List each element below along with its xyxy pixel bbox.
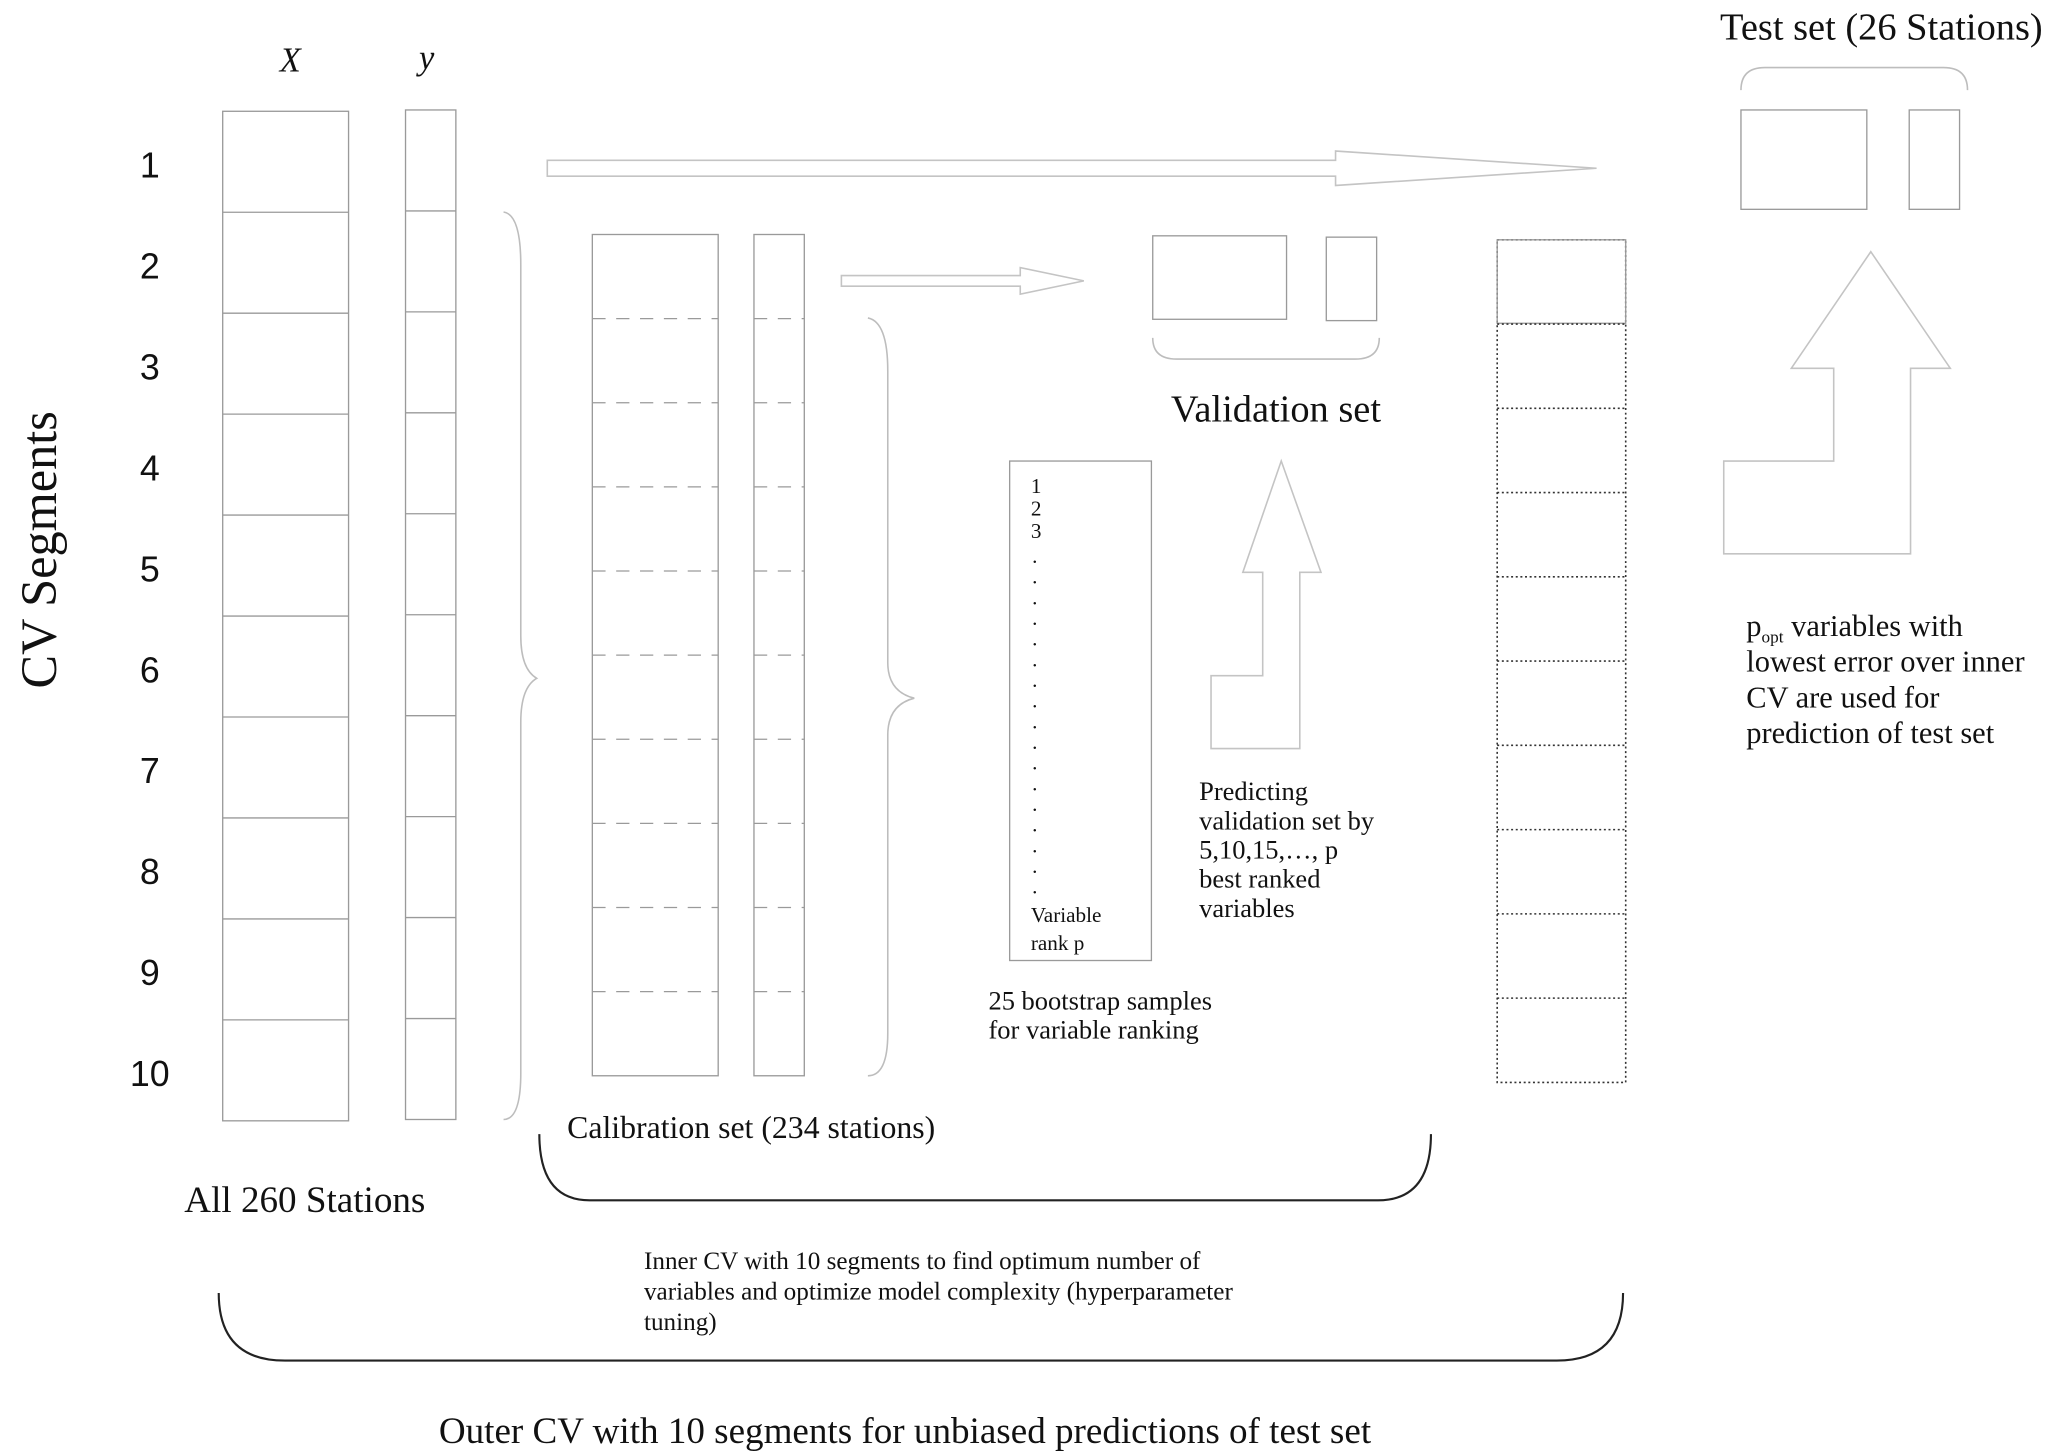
- inner-cv-line: Inner CV with 10 segments to find optimu…: [644, 1248, 1201, 1275]
- inner-cv-text: Inner CV with 10 segments to find optimu…: [644, 1248, 1239, 1336]
- segment-number: 6: [140, 650, 160, 690]
- popt-line1: variables with: [1784, 609, 1963, 643]
- validation-brace: [1151, 337, 1381, 360]
- rank-ellipsis-dot: .: [1032, 792, 1037, 816]
- segment-number: 7: [140, 751, 160, 791]
- popt-text: popt variables with lowest error over in…: [1746, 609, 2032, 750]
- bootstrap-caption-line: 25 bootstrap samples: [988, 986, 1212, 1016]
- rank-ellipsis-dot: .: [1032, 854, 1037, 878]
- popt-line: prediction of test set: [1746, 716, 1994, 750]
- predict-test-arrow: [1722, 250, 1952, 555]
- rank-ellipsis-dot: .: [1032, 668, 1037, 692]
- segment-number: 4: [140, 448, 160, 488]
- segment-number: 3: [140, 347, 160, 387]
- popt-line: CV are used for: [1746, 680, 1939, 714]
- rank-last-line1: Variable: [1031, 903, 1102, 927]
- test-split-arrow: [546, 150, 1597, 187]
- predicting-line: variables: [1199, 893, 1295, 923]
- inner-cv-line: variables and optimize model complexity …: [644, 1279, 1233, 1306]
- bootstrap-caption: 25 bootstrap samples for variable rankin…: [988, 986, 1218, 1045]
- test-set-label: Test set (26 Stations): [1720, 7, 2043, 49]
- rank-ellipsis-dot: .: [1032, 627, 1037, 651]
- rank-ellipsis-dot: .: [1032, 813, 1037, 837]
- segment-number: 5: [140, 549, 160, 589]
- calibration-set-label: Calibration set (234 stations): [567, 1110, 935, 1145]
- popt-subscript: opt: [1761, 628, 1783, 647]
- rank-ellipsis-dot: .: [1032, 606, 1037, 630]
- rank-last-line2: rank p: [1031, 931, 1085, 955]
- outer-cv-label: Outer CV with 10 segments for unbiased p…: [439, 1411, 1372, 1452]
- test-brace: [1740, 66, 1969, 91]
- predicting-line: validation set by: [1199, 805, 1375, 835]
- popt-p: p: [1746, 609, 1761, 643]
- predicting-line: 5,10,15,…, p: [1199, 834, 1338, 864]
- rank-ellipsis-dot: .: [1032, 730, 1037, 754]
- bootstrap-caption-line: for variable ranking: [988, 1015, 1198, 1045]
- all-stations-x-matrix: [222, 110, 350, 1122]
- outer-brace: [217, 1293, 1625, 1362]
- segment-number: 8: [140, 852, 160, 892]
- rank-ellipsis-dot: .: [1032, 751, 1037, 775]
- inner-brace-vertical: [867, 317, 915, 1077]
- x-column-label: X: [278, 42, 303, 80]
- segment-number: 10: [130, 1054, 170, 1094]
- popt-line: lowest error over inner: [1746, 645, 2024, 679]
- inner-cv-line: tuning): [644, 1309, 717, 1336]
- rank-ellipsis-dot: .: [1032, 875, 1037, 899]
- validation-split-arrow: [840, 266, 1085, 296]
- segment-number: 9: [140, 953, 160, 993]
- predict-validation-arrow: [1210, 458, 1323, 750]
- predicting-line: best ranked: [1199, 864, 1320, 894]
- all-stations-label: All 260 Stations: [184, 1180, 425, 1221]
- variable-ranking-box: [1008, 460, 1153, 962]
- calibration-brace-vertical: [503, 211, 539, 1121]
- rank-ellipsis-dot: .: [1032, 565, 1037, 589]
- rank-ellipsis-dot: .: [1032, 585, 1037, 609]
- calibration-x-matrix: [591, 233, 719, 1077]
- rank-item: 2: [1031, 496, 1042, 520]
- predicting-text: Predicting validation set by 5,10,15,…, …: [1199, 776, 1381, 923]
- rank-ellipsis-dot: .: [1032, 771, 1037, 795]
- test-y-box: [1908, 109, 1961, 210]
- test-x-box: [1740, 109, 1868, 210]
- segment-number: 2: [140, 246, 160, 286]
- segment-number: 1: [140, 146, 160, 186]
- rank-ellipsis-dot: .: [1032, 689, 1037, 713]
- calibration-y-vector: [753, 233, 805, 1077]
- calibration-brace: [538, 1134, 1433, 1202]
- y-column-label: y: [416, 39, 435, 77]
- rank-item: 1: [1031, 474, 1042, 498]
- validation-x-box: [1152, 235, 1288, 320]
- segment-numbers: 1 2 3 4 5 6 7 8 9 10: [130, 146, 170, 1095]
- validation-y-box: [1325, 236, 1378, 322]
- inner-cv-results-column: [1496, 239, 1627, 1084]
- rank-ellipsis-dot: .: [1032, 544, 1037, 568]
- rank-ellipsis-dot: .: [1032, 647, 1037, 671]
- rank-ellipsis-dot: .: [1032, 709, 1037, 733]
- all-stations-y-vector: [404, 109, 457, 1121]
- validation-set-label: Validation set: [1171, 388, 1381, 430]
- rank-ellipsis-dot: .: [1032, 833, 1037, 857]
- ranking-list: 1 2 3 ................. Variable rank p: [1031, 474, 1102, 955]
- predicting-line: Predicting: [1199, 776, 1308, 806]
- rank-item: 3: [1031, 519, 1042, 543]
- cv-segments-label: CV Segments: [11, 411, 67, 688]
